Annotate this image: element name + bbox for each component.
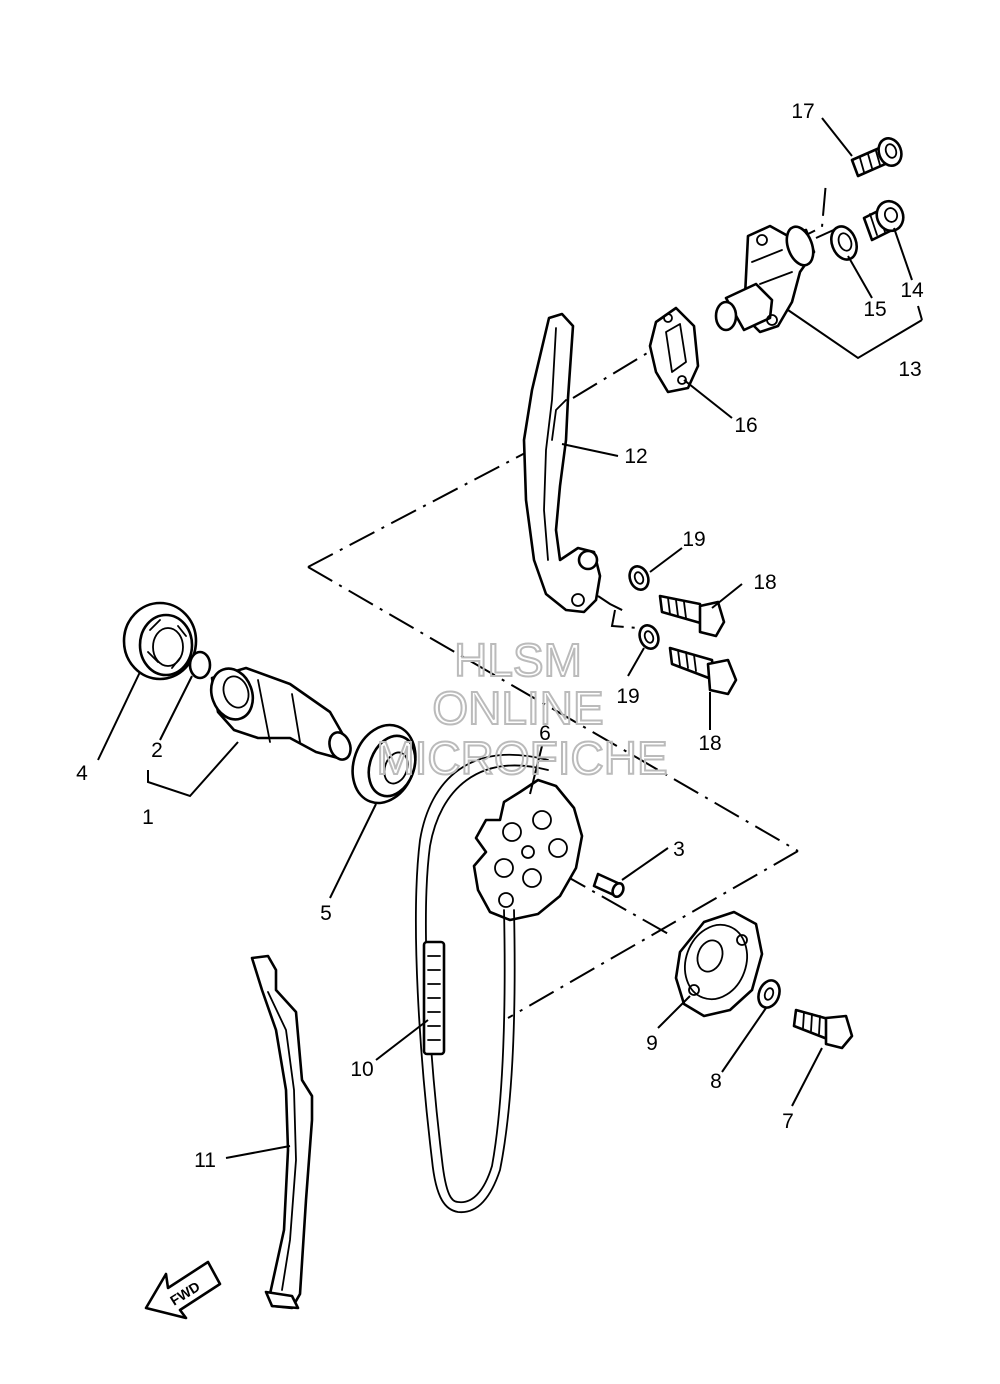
- watermark-line-1: HLSM: [454, 634, 582, 686]
- callout-18-upper: 18: [753, 571, 776, 594]
- bolt-17: [850, 137, 903, 178]
- dowel-pin-3: [592, 872, 625, 899]
- gasket-15: [830, 225, 858, 261]
- cam-sprocket-6: [472, 778, 584, 922]
- callout-14: 14: [900, 279, 924, 302]
- callout-6: 6: [539, 722, 551, 745]
- callout-2: 2: [151, 739, 163, 762]
- callout-13: 13: [898, 358, 921, 381]
- bearing-4: [122, 601, 198, 681]
- callout-17: 17: [791, 100, 814, 123]
- callout-4: 4: [76, 762, 88, 785]
- o-ring-2: [188, 650, 212, 680]
- callout-12: 12: [624, 445, 647, 468]
- callout-8: 8: [710, 1070, 722, 1093]
- callout-1: 1: [142, 806, 154, 829]
- callout-19-upper: 19: [682, 528, 705, 551]
- chain-guide-11: [250, 954, 314, 1310]
- plate-9: [674, 910, 764, 1018]
- bolt-18-lower: [668, 646, 738, 696]
- callout-10: 10: [350, 1058, 373, 1081]
- callout-19-lower: 19: [616, 685, 639, 708]
- callout-16: 16: [734, 414, 757, 437]
- watermark: HLSM ONLINE MICROFICHE: [375, 633, 668, 785]
- washer-8: [757, 979, 781, 1009]
- callout-7: 7: [782, 1110, 794, 1133]
- callout-11: 11: [194, 1149, 216, 1172]
- gasket-16: [648, 306, 700, 394]
- bolt-7: [792, 1008, 854, 1050]
- watermark-line-2: ONLINE: [432, 682, 603, 734]
- cap-bolt-14: [862, 199, 905, 242]
- fwd-direction-badge: FWD: [144, 1260, 222, 1320]
- leader-lines: [97, 117, 923, 1159]
- cam-chain-10: [415, 753, 549, 1213]
- bolt-18-upper: [658, 594, 726, 638]
- callout-5: 5: [320, 902, 332, 925]
- callout-3: 3: [673, 838, 685, 861]
- washer-19-lower: [638, 624, 660, 650]
- watermark-line-3: MICROFICHE: [376, 732, 667, 784]
- callout-18-lower: 18: [698, 732, 721, 755]
- callout-9: 9: [646, 1032, 658, 1055]
- callout-15: 15: [863, 298, 886, 321]
- camshaft-1: [209, 666, 352, 761]
- chain-guide-12: [522, 312, 602, 614]
- tensioner-13: [714, 224, 816, 334]
- bearing-5: [351, 723, 417, 805]
- callout-labels: 17 14 15 13 16 12 19 18 19 18 6 4 2 1 3 …: [76, 100, 924, 1172]
- washer-19-upper: [628, 565, 650, 591]
